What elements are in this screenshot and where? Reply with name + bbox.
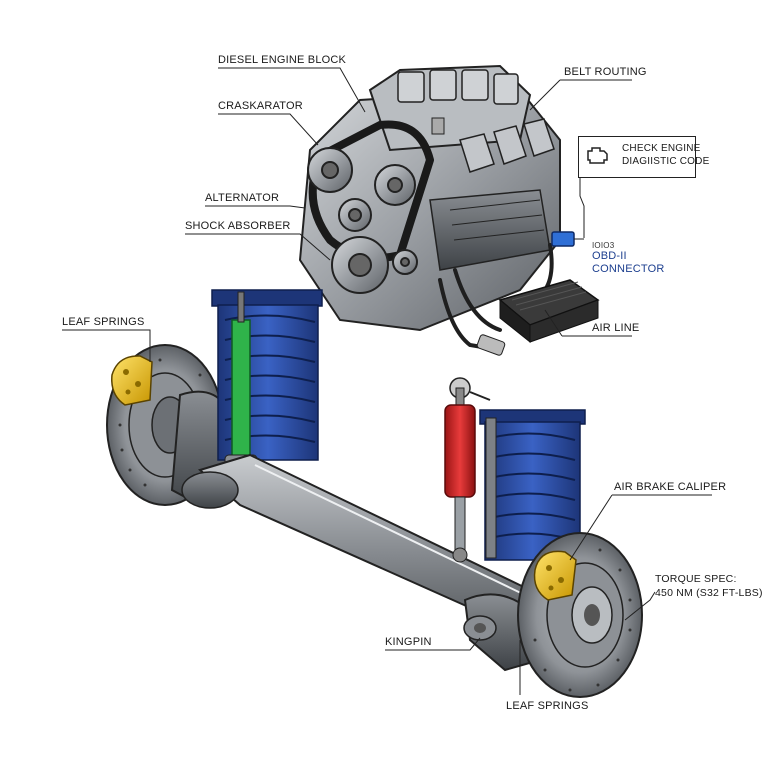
- leaf-springs-bottom-label: LEAF SPRINGS: [506, 700, 589, 712]
- diesel-engine-block-label: DIESEL ENGINE BLOCK: [218, 54, 347, 66]
- red-shock-absorber: [444, 377, 491, 563]
- torque-spec-label-line1: TORQUE SPEC:: [655, 573, 737, 585]
- leaf-springs-top-label: LEAF SPRINGS: [62, 316, 145, 328]
- obd-small-code: IOIO3: [592, 241, 615, 250]
- crankarator-label: CRASKARATOR: [218, 100, 303, 112]
- check-engine-label-line1: CHECK ENGINE: [622, 143, 701, 154]
- check-engine-label-line2: DIAGIISTIC CODE: [622, 156, 710, 167]
- callout-lines: [62, 67, 712, 695]
- diesel-engine: [298, 64, 600, 356]
- right-wheel-assembly: [463, 409, 643, 698]
- kingpin-label: KINGPIN: [385, 636, 432, 648]
- air-brake-caliper-label: AIR BRAKE CALIPER: [614, 481, 727, 493]
- alternator-label: ALTERNATOR: [205, 192, 280, 204]
- belt-routing-label: BELT ROUTING: [564, 66, 647, 78]
- obd-label-line2: CONNECTOR: [592, 263, 665, 275]
- torque-spec-label-line2: 450 NM (S32 FT-LBS): [655, 587, 763, 599]
- check-engine-callout-box: [578, 136, 696, 178]
- engine-warning-icon: [587, 147, 608, 164]
- air-line-label: AIR LINE: [592, 322, 640, 334]
- obd-label-line1: OBD-II: [592, 250, 627, 262]
- shock-absorber-label: SHOCK ABSORBER: [185, 220, 291, 232]
